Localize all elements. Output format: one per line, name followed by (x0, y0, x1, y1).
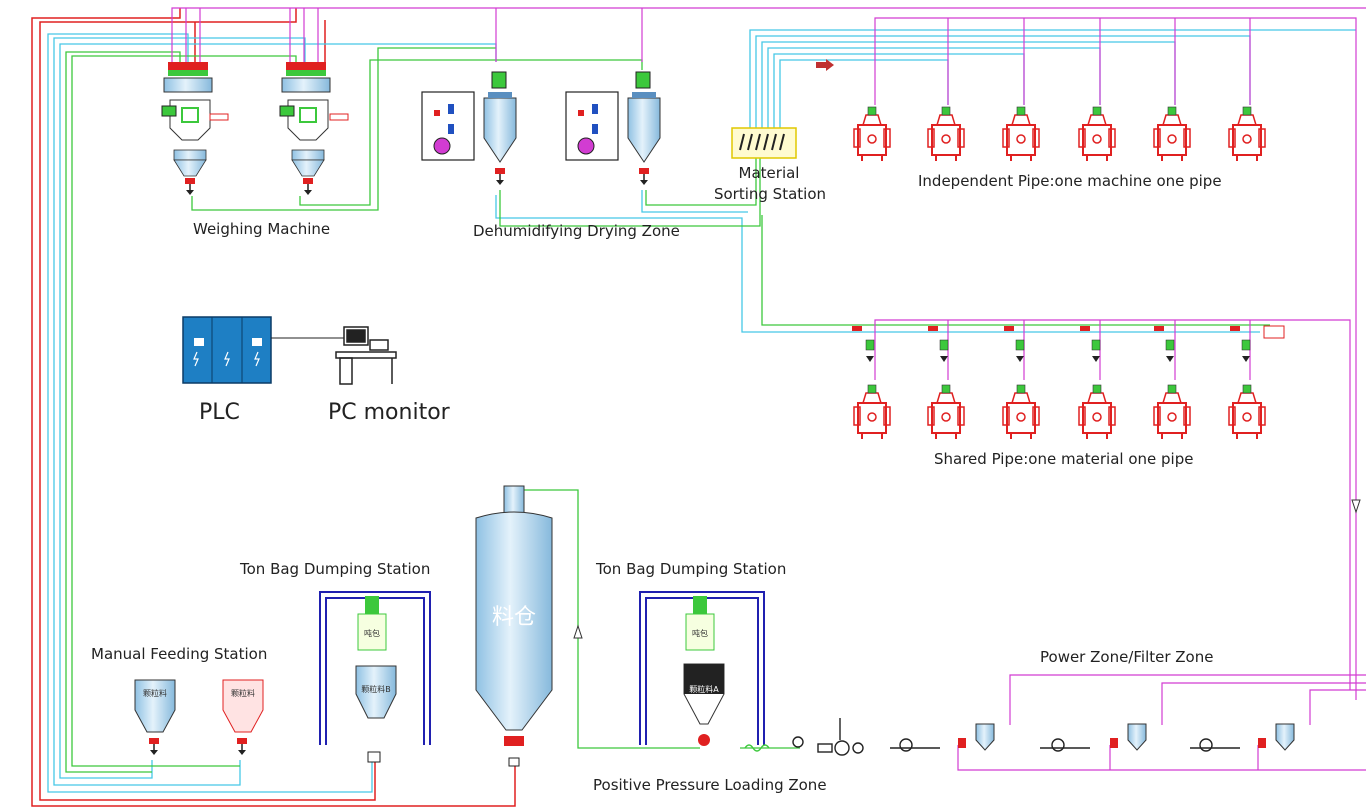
ton-bag-left-label: Ton Bag Dumping Station (240, 560, 430, 578)
shared-pipe-label: Shared Pipe:one material one pipe (934, 450, 1193, 468)
hopper-text-2: 颗粒料 (231, 688, 255, 698)
ton-bag-text-right: 吨包 (692, 628, 708, 638)
positive-pressure-loading-zone-label: Positive Pressure Loading Zone (593, 776, 827, 794)
weighing-machine-1 (162, 62, 228, 195)
return-arrow-icon (1352, 500, 1360, 512)
manual-feeding-hopper-1: 颗粒料 (135, 680, 175, 755)
shared-pipe-machines (852, 326, 1284, 439)
weighing-machine-2 (280, 62, 348, 195)
power-filter-zone-label: Power Zone/Filter Zone (1040, 648, 1213, 666)
dehumidifying-drying-zone-label: Dehumidifying Drying Zone (473, 222, 680, 240)
pc-monitor-icon (336, 327, 396, 384)
pc-monitor-label: PC monitor (328, 400, 450, 425)
independent-pipe-label: Independent Pipe:one machine one pipe (918, 172, 1222, 190)
manual-feeding-hopper-2: 颗粒料 (223, 680, 263, 755)
dryer-2 (566, 72, 660, 185)
ton-bag-right-label: Ton Bag Dumping Station (596, 560, 786, 578)
independent-pipe-machines (854, 107, 1265, 161)
shared-pipe-valve-icon (1264, 326, 1284, 338)
ton-bag-right-equipment: 吨包 颗粒料A (684, 596, 724, 746)
material-sorting-station-label-line1: Material (735, 164, 803, 182)
weighing-machine-label: Weighing Machine (193, 220, 330, 238)
ton-bag-text-left: 吨包 (364, 628, 380, 638)
hopper-text-4: 颗粒料A (689, 684, 719, 694)
silo: 料仓 (476, 486, 552, 766)
material-sorting-station (732, 59, 834, 158)
hopper-text-1: 颗粒料 (143, 688, 167, 698)
flow-arrow-icon (574, 626, 582, 638)
plc-cabinet-icon (183, 317, 344, 383)
positive-pressure-blower-icon (745, 718, 863, 755)
hopper-text-3: 颗粒料B (361, 684, 391, 694)
silo-label: 料仓 (492, 605, 536, 630)
dryer-1 (422, 72, 516, 185)
material-sorting-station-label-line2: Sorting Station (706, 185, 834, 203)
ton-bag-left-equipment: 吨包 颗粒料B (356, 596, 396, 762)
power-filter-units (890, 724, 1294, 751)
manual-feeding-station-label: Manual Feeding Station (91, 645, 267, 663)
plc-label: PLC (199, 400, 240, 425)
